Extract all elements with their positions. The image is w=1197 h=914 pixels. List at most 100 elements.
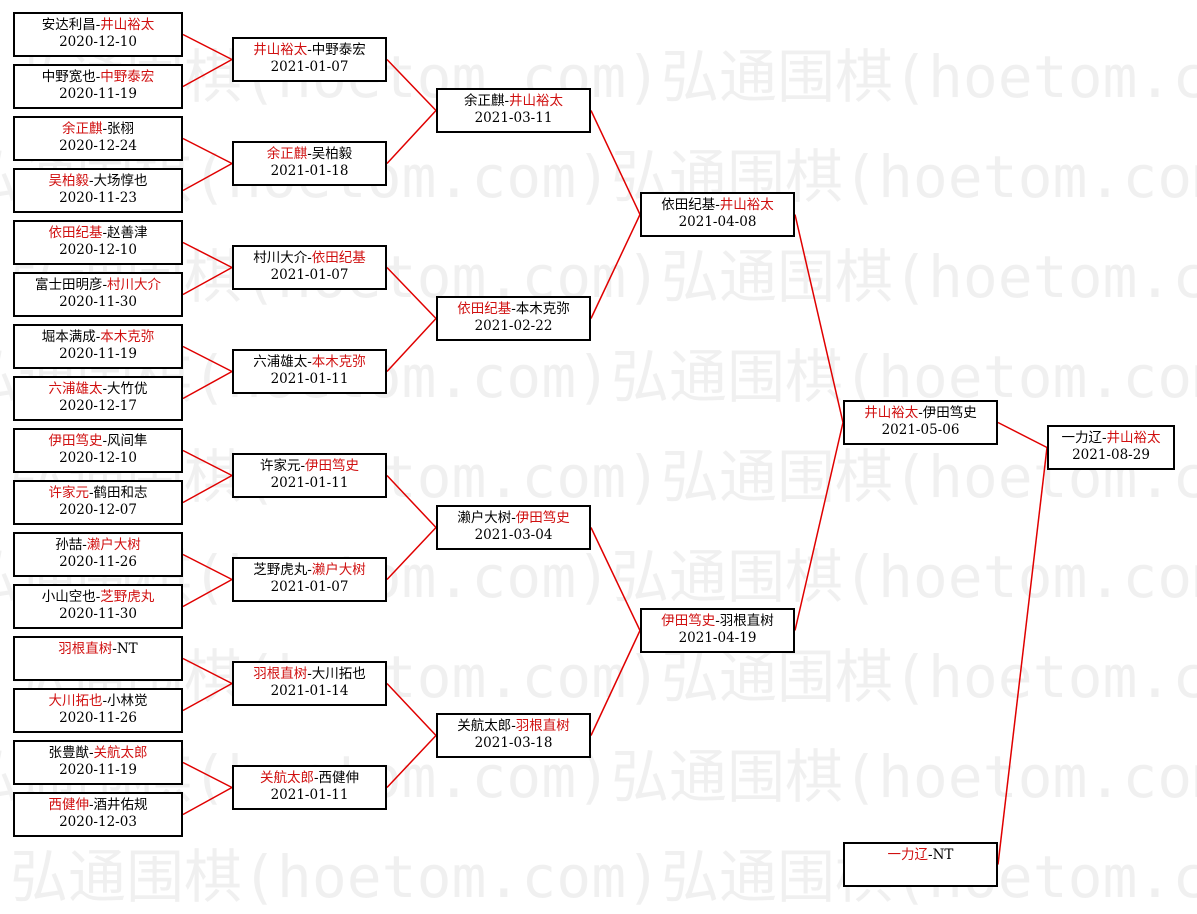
player-separator: -: [95, 329, 101, 345]
bracket-connector: [386, 526, 437, 581]
player-2: 风间隼: [107, 433, 148, 449]
bracket-connector: [386, 734, 437, 789]
bracket-connector: [182, 137, 233, 165]
player-1: 许家元: [48, 485, 89, 501]
player-separator: -: [112, 641, 117, 657]
match-date: 2021-01-11: [270, 787, 349, 803]
match-players: 吴柏毅-大场惇也: [15, 170, 181, 190]
bracket-connector: [590, 110, 641, 215]
player-1: 芝野虎丸: [253, 562, 308, 578]
match-date: 2020-12-07: [59, 502, 137, 518]
player-2: 井山裕太: [100, 17, 155, 33]
match-players: 羽根直树-NT: [15, 638, 181, 658]
match-date: 2020-11-19: [59, 346, 137, 362]
match-date: 2021-04-08: [678, 214, 757, 230]
bracket-connector: [386, 474, 437, 529]
match-players: 伊田笃史-风间隼: [15, 430, 181, 450]
player-separator: -: [102, 277, 108, 293]
player-separator: -: [1101, 430, 1107, 446]
match-date: 2020-11-19: [59, 762, 137, 778]
player-1: 六浦雄太: [253, 354, 308, 370]
player-1: 孙喆: [55, 537, 83, 553]
bracket-connector: [590, 527, 641, 631]
player-2: 井山裕太: [509, 93, 564, 109]
match-date: 2021-01-18: [270, 163, 349, 179]
player-1: 中野宽也: [41, 69, 96, 85]
match-players: 大川拓也-小林觉: [15, 690, 181, 710]
bracket-connector: [386, 109, 437, 165]
player-separator: -: [715, 613, 720, 629]
match-players: 安达利昌-井山裕太: [15, 14, 181, 34]
player-2: 本木克弥: [311, 354, 366, 370]
player-2: 濑户大树: [86, 537, 141, 553]
player-2: 村川大介: [107, 277, 162, 293]
bracket-connector: [794, 214, 844, 423]
player-1: 一力辽: [1061, 430, 1102, 446]
match-players: 张豊猷-关航太郎: [15, 742, 181, 762]
match-players: 许家元-伊田笃史: [234, 455, 385, 475]
player-2: 伊田笃史: [922, 405, 977, 421]
match-date: 2021-03-04: [474, 527, 553, 543]
match-players: 关航太郎-西健伸: [234, 767, 385, 787]
bracket-connector: [182, 266, 233, 296]
player-2: 本木克弥: [515, 301, 570, 317]
player-separator: -: [313, 770, 319, 786]
match-date: 2020-12-17: [59, 398, 137, 414]
player-1: 吴柏毅: [48, 173, 89, 189]
match-date: 2021-02-22: [474, 318, 553, 334]
bracket-connector: [182, 58, 233, 88]
player-separator: -: [102, 433, 108, 449]
match-players: 井山裕太-伊田笃史: [845, 402, 996, 422]
match-date: 2020-11-30: [59, 294, 137, 310]
player-1: 张豊猷: [48, 745, 89, 761]
match-box-r5m2: 一力辽-NT: [843, 842, 998, 887]
bracket-connector: [386, 266, 437, 320]
bracket-connector: [182, 553, 233, 581]
bracket-connector: [386, 58, 437, 112]
match-players: 六浦雄太-本木克弥: [234, 351, 385, 371]
player-1: 余正麒: [61, 121, 103, 137]
player-2: 井山裕太: [719, 197, 774, 213]
match-players: 富士田明彦-村川大介: [15, 274, 181, 294]
match-date: 2020-11-30: [59, 606, 137, 622]
match-players: 依田纪基-赵善津: [15, 222, 181, 242]
player-2: 鹤田和志: [93, 485, 148, 501]
match-players: 孙喆-濑户大树: [15, 534, 181, 554]
match-date: 2021-01-07: [270, 267, 349, 283]
player-1: 六浦雄太: [48, 381, 103, 397]
player-separator: -: [95, 17, 101, 33]
player-separator: -: [511, 301, 516, 317]
player-2: 伊田笃史: [515, 510, 570, 526]
bracket-connector: [590, 630, 641, 736]
player-separator: -: [307, 354, 312, 370]
match-date: 2021-03-18: [474, 735, 553, 751]
match-date: 2021-05-06: [881, 422, 960, 438]
player-separator: -: [918, 405, 923, 421]
match-players: 羽根直树-大川拓也: [234, 663, 385, 683]
player-separator: -: [102, 381, 108, 397]
player-separator: -: [88, 173, 94, 189]
player-2: 本木克弥: [100, 329, 155, 345]
match-players: 村川大介-依田纪基: [234, 247, 385, 267]
match-players: 许家元-鹤田和志: [15, 482, 181, 502]
match-players: 中野宽也-中野泰宏: [15, 66, 181, 86]
match-date: 2020-12-10: [59, 450, 137, 466]
player-2: NT: [116, 641, 138, 657]
player-separator: -: [300, 458, 306, 474]
